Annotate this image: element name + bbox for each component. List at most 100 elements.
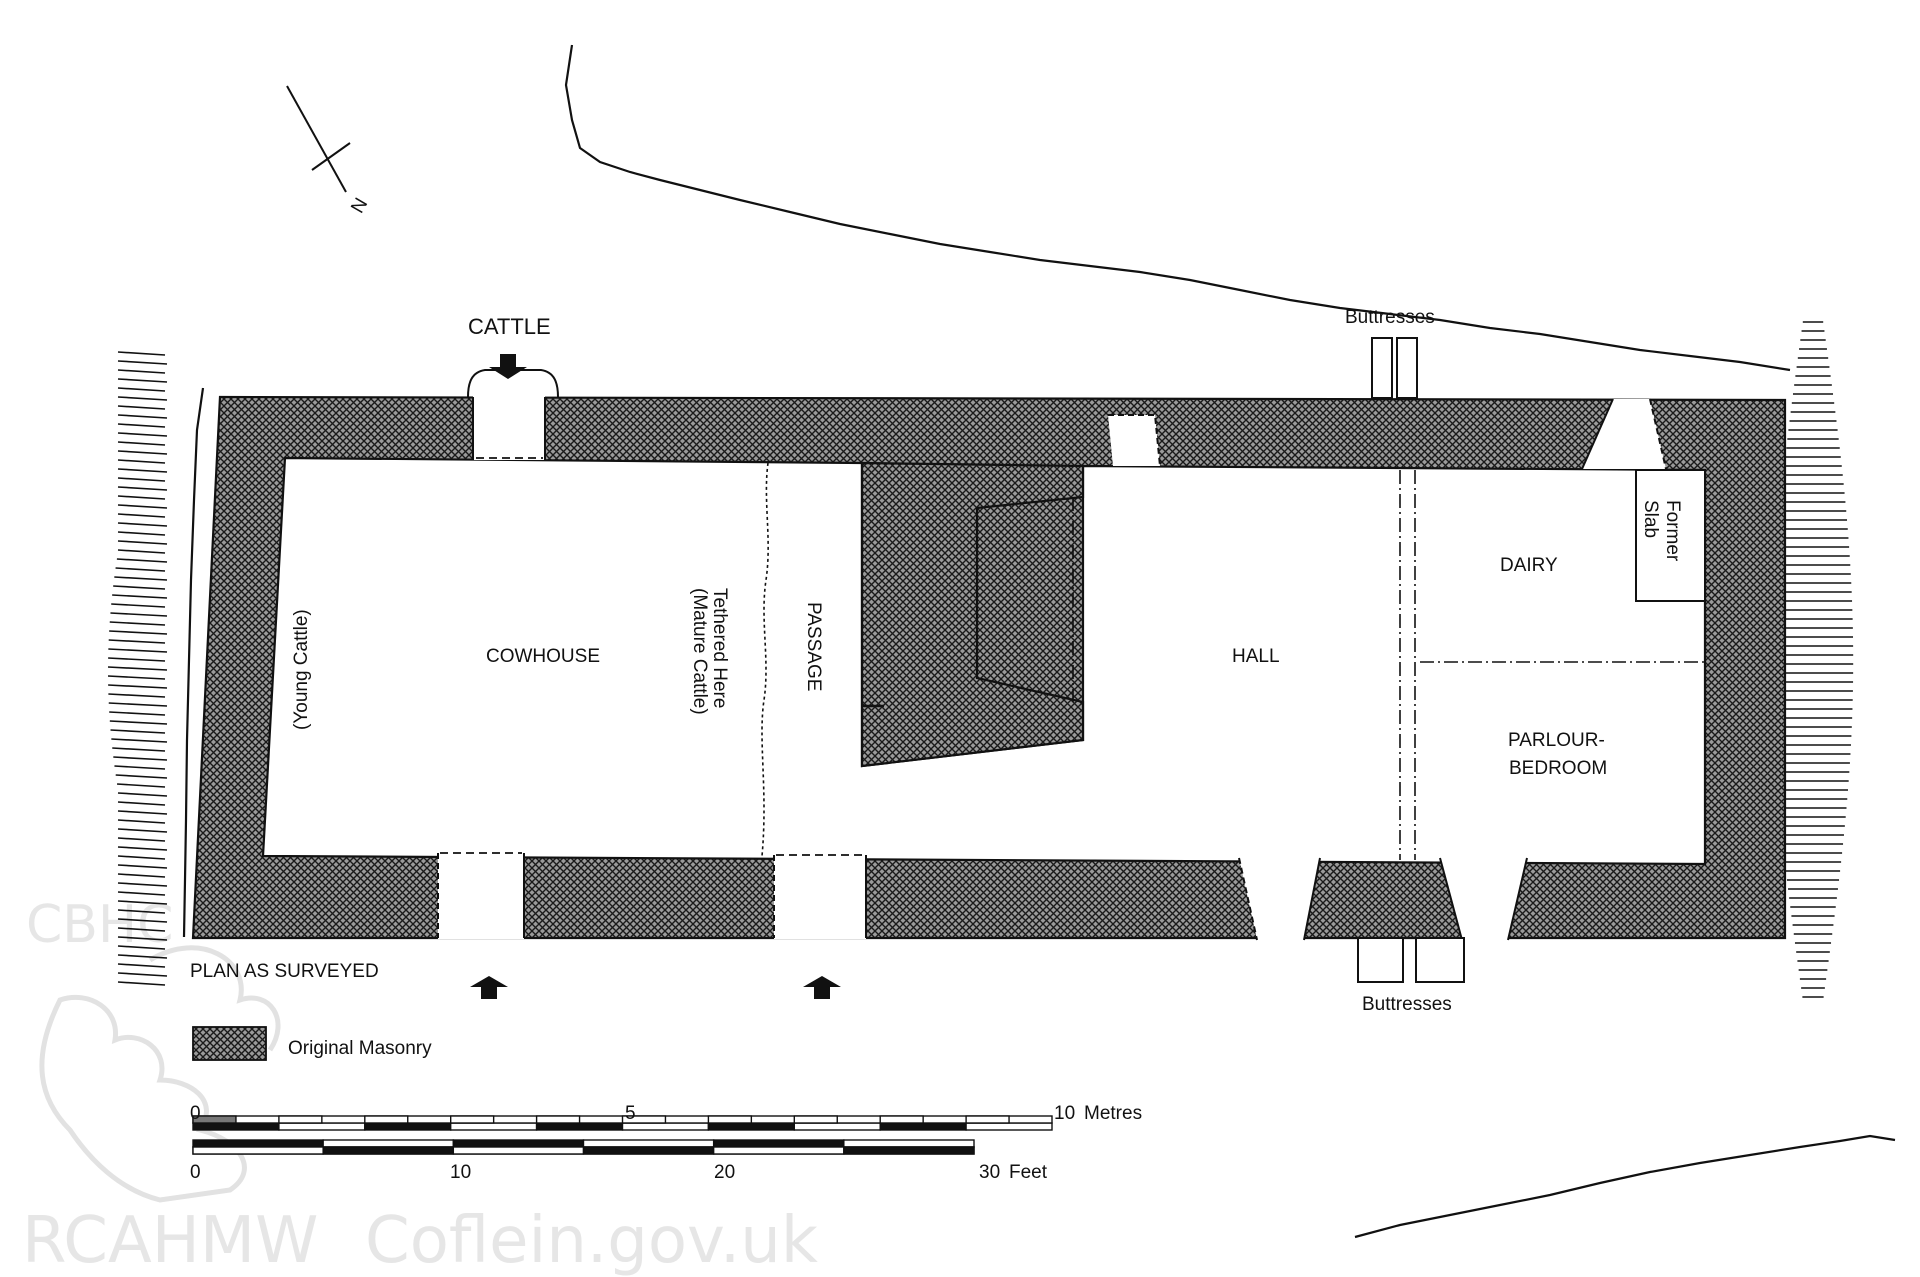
scale-f-tick-0: 0: [190, 1162, 201, 1183]
scale-f-segment: [322, 1139, 455, 1148]
hachure-mark: [108, 693, 166, 698]
hachure-mark: [117, 432, 168, 437]
front-entry-arrow-1-icon: [470, 976, 508, 999]
hachure-mark: [117, 495, 166, 500]
scale-m-segment: [965, 1122, 1053, 1131]
hachure-mark: [117, 531, 166, 536]
hachure-mark: [117, 459, 166, 464]
buttress-top-1: [1371, 337, 1393, 399]
hachure-mark: [108, 684, 168, 689]
hachure-mark: [109, 621, 166, 626]
scale-f-tick-30: 30: [979, 1162, 1000, 1183]
scale-m-tick-10: 10: [1054, 1103, 1075, 1124]
parlour-label-2: BEDROOM: [1509, 758, 1607, 779]
hachure-mark: [113, 585, 166, 590]
scale-bar-metres: [192, 1115, 1053, 1131]
scale-m-segment: [364, 1122, 452, 1131]
hachure-mark: [117, 360, 168, 365]
scale-m-segment: [707, 1122, 796, 1131]
window-front-2: [1440, 858, 1527, 940]
mature-cattle-label-2: Tethered Here: [709, 588, 730, 708]
hachure-mark: [117, 396, 168, 401]
hachure-mark: [112, 594, 168, 599]
room-labels: CATTLE Buttresses Buttresses COWHOUSE (Y…: [190, 307, 1683, 1015]
scale-m-subsegment: [364, 1115, 409, 1124]
scale-m-subsegment: [793, 1115, 838, 1124]
scale-f-tick-20: 20: [714, 1162, 735, 1183]
dairy-label: DAIRY: [1500, 555, 1558, 576]
window-front-1: [1239, 858, 1320, 940]
hachure-mark: [117, 963, 166, 968]
scale-m-subsegment: [621, 1115, 667, 1124]
hachure-mark: [117, 792, 168, 797]
hachure-mark: [117, 450, 168, 455]
hachure-mark: [111, 603, 166, 608]
hearth-wall: [860, 461, 1085, 768]
hachure-mark: [111, 738, 168, 743]
threshold-lines: [440, 457, 864, 856]
hachure-mark: [117, 837, 166, 842]
window-back-2: [1582, 399, 1666, 469]
scale-f-segment: [843, 1139, 975, 1148]
hachure-mark: [116, 558, 168, 563]
plan-title: PLAN AS SURVEYED: [190, 961, 379, 982]
scale-m-segment: [621, 1122, 710, 1131]
hachure-mark: [117, 378, 168, 383]
scale-m-segment: [278, 1122, 366, 1131]
hachure-mark: [113, 756, 168, 761]
scale-m-segment: [450, 1122, 538, 1131]
scale-m-subsegment: [278, 1115, 323, 1124]
hachure-mark: [117, 414, 168, 419]
scale-f-segment-lower: [452, 1146, 585, 1155]
hachure-mark: [117, 846, 168, 851]
buttresses-top-label: Buttresses: [1345, 307, 1435, 328]
window-back-1: [1108, 415, 1160, 466]
hachure-mark: [115, 567, 166, 572]
hachure-mark: [117, 441, 166, 446]
hachure-mark: [112, 747, 166, 752]
hachure-mark: [117, 477, 166, 482]
scale-m-subsegment: [192, 1115, 237, 1124]
hachure-mark: [117, 369, 166, 374]
watermark-coflein: Coflein.gov.uk: [365, 1204, 818, 1277]
front-entry-arrow-2-icon: [803, 976, 841, 999]
hachure-mark: [108, 657, 166, 662]
scale-m-tick-5: 5: [625, 1103, 636, 1124]
hachure-mark: [109, 720, 168, 725]
scale-f-unit: Feet: [1009, 1162, 1048, 1183]
scale-f-segment-lower: [582, 1146, 715, 1155]
parlour-label-1: PARLOUR-: [1508, 730, 1605, 751]
terrain-upper: [564, 44, 1791, 372]
buttresses-bottom-label: Buttresses: [1362, 994, 1452, 1015]
hachure-mark: [115, 774, 168, 779]
cattle-door: [473, 396, 545, 460]
cowhouse-label: COWHOUSE: [486, 646, 600, 667]
hachure-mark: [117, 468, 168, 473]
hall-label: HALL: [1232, 646, 1280, 667]
hachure-mark: [117, 873, 166, 878]
scale-f-segment: [452, 1139, 585, 1148]
hachure-mark: [114, 576, 168, 581]
scale-f-segment: [192, 1139, 324, 1148]
scale-m-segment: [535, 1122, 624, 1131]
former-slab-label-1: Former: [1662, 500, 1683, 562]
watermark: RCAHMW Coflein.gov.uk CBHC: [22, 895, 818, 1277]
scale-f-segment: [712, 1139, 845, 1148]
scale-f-tick-10: 10: [450, 1162, 471, 1183]
hachure-mark: [117, 945, 166, 950]
hachure-mark: [114, 765, 166, 770]
terrain-lines: [182, 44, 1896, 1239]
hachure-mark: [107, 675, 166, 680]
entry-arrows: [470, 354, 841, 999]
scale-m-subsegment: [450, 1115, 495, 1124]
hachure-mark: [117, 801, 166, 806]
interior-lines: [761, 462, 1705, 860]
scale-f-segment-lower: [192, 1146, 324, 1155]
front-door-2: [774, 855, 866, 939]
hachure-mark: [117, 927, 166, 932]
hachure-mark: [117, 972, 168, 977]
legend-masonry-label: Original Masonry: [288, 1038, 432, 1059]
hachure-mark: [117, 513, 166, 518]
legend: Original Masonry: [192, 1026, 432, 1061]
hachure-mark: [117, 783, 166, 788]
